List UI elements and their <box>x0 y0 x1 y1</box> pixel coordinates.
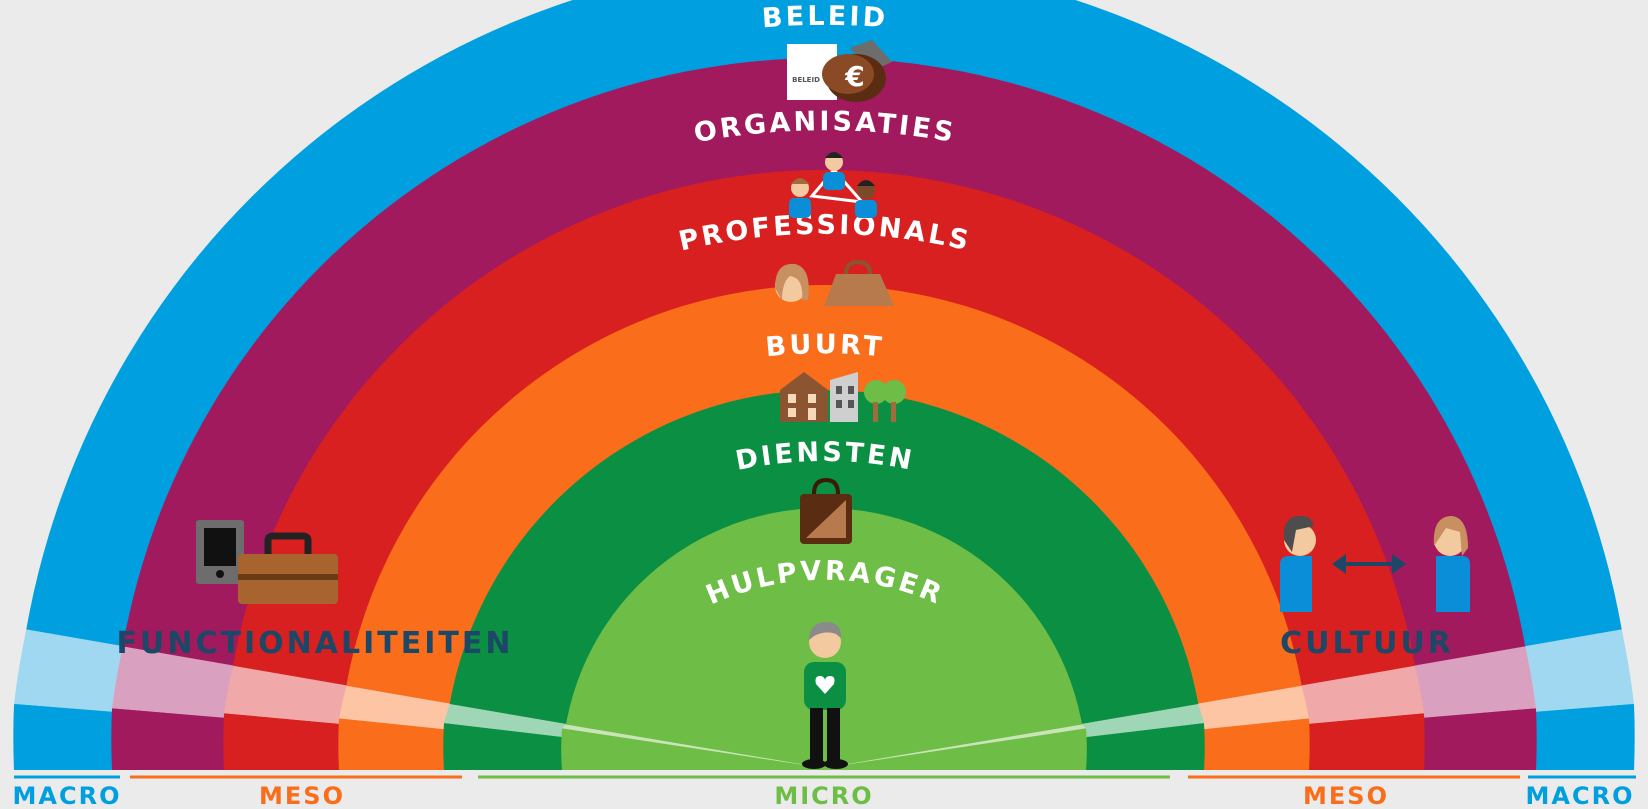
scale-label-macro-left: MACRO <box>13 782 122 809</box>
rings-layer <box>13 0 1635 770</box>
scale-label-meso-left: MESO <box>259 782 345 809</box>
side-label-cultuur: CULTUUR <box>1280 626 1454 661</box>
houses-trees-icon <box>780 372 906 422</box>
svg-text:BELEID: BELEID <box>792 76 820 84</box>
bag-icon <box>800 477 852 544</box>
document-money-bag-icon: BELEID € <box>787 40 892 102</box>
ring-label-beleid: BELEID <box>761 1 889 34</box>
ring-hulpvrager-right-sector <box>824 724 1086 768</box>
side-label-functionaliteiten: FUNCTIONALITEITEN <box>117 626 514 661</box>
scale-label-meso-right: MESO <box>1303 782 1389 809</box>
scale-label-macro-right: MACRO <box>1526 782 1635 809</box>
ring-label-buurt: BUURT <box>764 329 886 363</box>
svg-text:€: € <box>844 60 864 93</box>
person-heart-icon <box>802 622 848 769</box>
connected-people-icon <box>789 152 877 218</box>
scale-label-micro: MICRO <box>774 782 873 809</box>
scale-bar: MACRO MESO MICRO MESO MACRO <box>13 775 1636 809</box>
professional-briefcase-icon <box>775 259 894 306</box>
tablet-toolbox-icon <box>196 520 338 604</box>
ring-hulpvrager-left-sector <box>562 724 824 768</box>
people-exchange-icon <box>1280 516 1470 612</box>
